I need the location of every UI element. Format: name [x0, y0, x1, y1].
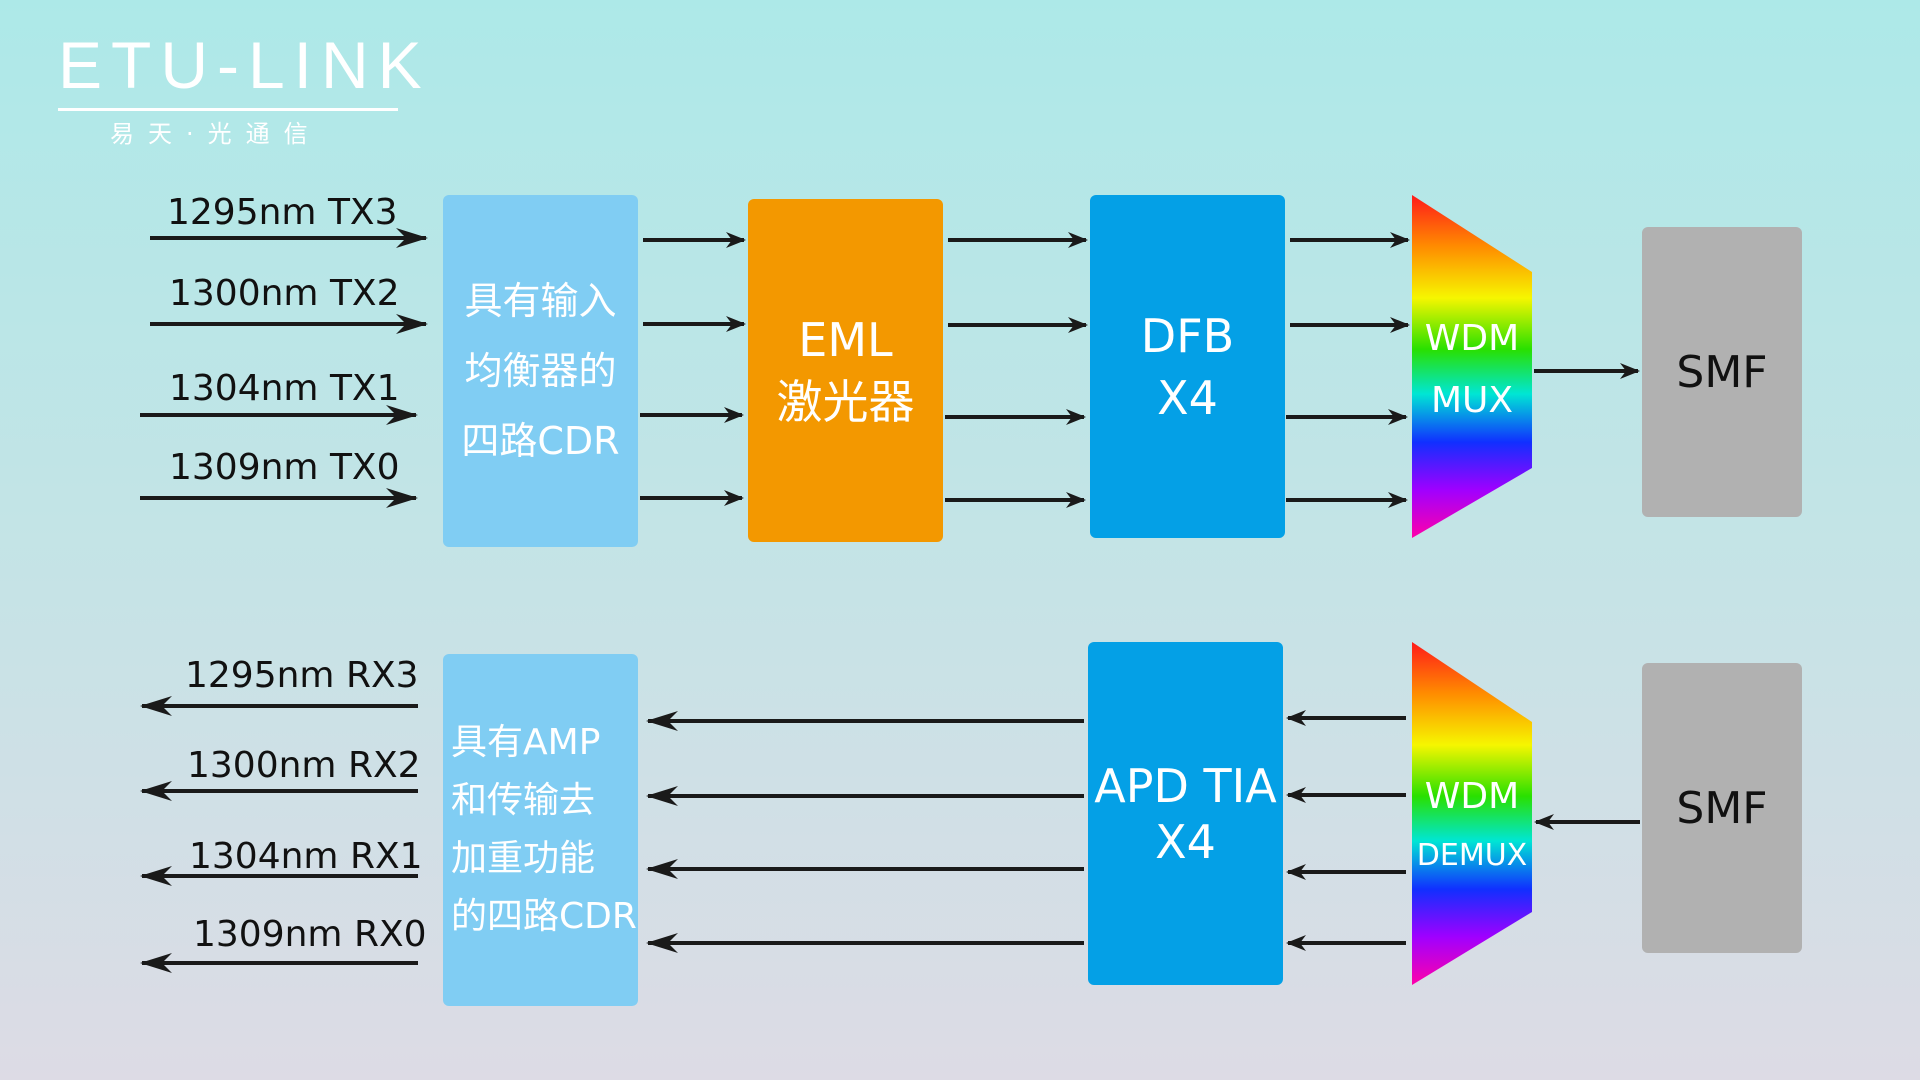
rx-smf-block: SMF: [1642, 663, 1802, 953]
logo-wordmark: ETU-LINK: [58, 28, 431, 102]
rx3-lane-label: 1295nm RX3: [185, 655, 419, 696]
tx-cdr-block: 具有输入 均衡器的 四路CDR: [443, 195, 638, 547]
eml-line-1: EML: [798, 312, 893, 367]
dfb-line-1: DFB: [1140, 308, 1235, 363]
rx-cdr-line-4: 的四路CDR: [451, 896, 637, 937]
wdm-demux-label-2: DEMUX: [1416, 838, 1528, 873]
rx1-lane-label: 1304nm RX1: [189, 836, 423, 877]
apd-line-2: X4: [1155, 814, 1216, 869]
tx-smf-label: SMF: [1676, 346, 1768, 398]
etu-link-logo: ETU-LINK 易天·光通信: [58, 26, 422, 148]
rx-cdr-line-2: 和传输去: [451, 780, 596, 821]
tx0-lane-label: 1309nm TX0: [169, 447, 400, 488]
logo-subtitle: 易天·光通信: [110, 120, 322, 148]
wdm-mux-block: [1412, 195, 1532, 538]
tx-cdr-line-2: 均衡器的: [464, 349, 617, 393]
rx-cdr-line-1: 具有AMP: [451, 722, 601, 763]
tx-smf-block: SMF: [1642, 227, 1802, 517]
apd-tia-block: APD TIA X4: [1088, 642, 1283, 985]
logo-underline: [58, 108, 398, 111]
rx0-lane-label: 1309nm RX0: [193, 914, 427, 955]
dfb-block: DFB X4: [1090, 195, 1285, 538]
dfb-line-2: X4: [1157, 370, 1218, 425]
rx-cdr-block: 具有AMP 和传输去 加重功能 的四路CDR: [443, 654, 638, 1006]
wdm-mux-label-1: WDM: [1424, 318, 1520, 359]
apd-line-1: APD TIA: [1094, 758, 1277, 813]
tx3-lane-label: 1295nm TX3: [167, 192, 398, 233]
wdm-mux-label-2: MUX: [1430, 380, 1514, 421]
eml-laser-block: EML 激光器: [748, 199, 943, 542]
wdm-demux-label-1: WDM: [1424, 776, 1520, 817]
rx-smf-label: SMF: [1676, 782, 1768, 834]
tx-cdr-line-1: 具有输入: [464, 279, 617, 323]
wdm-demux-block: [1412, 642, 1532, 985]
tx1-lane-label: 1304nm TX1: [169, 368, 400, 409]
rx2-lane-label: 1300nm RX2: [187, 745, 421, 786]
rx-cdr-line-3: 加重功能: [451, 838, 596, 879]
tx-cdr-line-3: 四路CDR: [461, 419, 620, 463]
tx2-lane-label: 1300nm TX2: [169, 273, 400, 314]
eml-line-2: 激光器: [776, 374, 915, 429]
